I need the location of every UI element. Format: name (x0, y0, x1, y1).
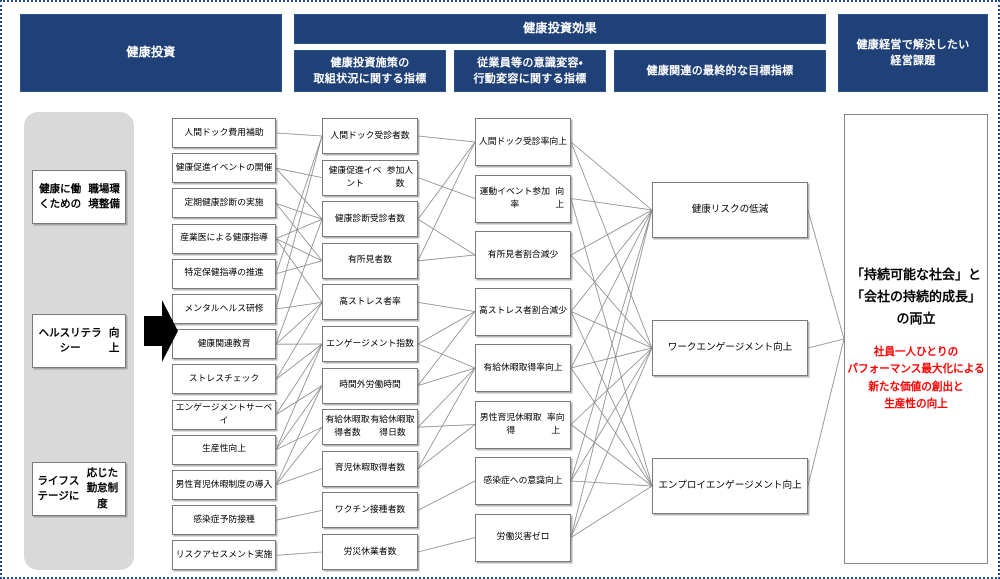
header-issue: 健康経営で解決したい経営課題 (838, 14, 988, 92)
header-effect-sub-2: 従業員等の意識変容・行動変容に関する指標 (454, 50, 606, 92)
header-effect: 健康投資効果 (294, 14, 826, 44)
status-node-5[interactable]: 高ストレス者率 (322, 284, 418, 321)
behavior-node-5[interactable]: 有給休暇取得率向上 (475, 344, 571, 392)
rail-item-2[interactable]: ヘルスリテラシー向上 (32, 314, 126, 368)
goal-node-2[interactable]: ワークエンゲージメント向上 (652, 320, 808, 376)
header-effect-sub-3: 健康関連の最終的な目標指標 (614, 50, 826, 92)
measure-node-3[interactable]: 定期健康診断の実施 (172, 188, 276, 219)
behavior-node-2[interactable]: 運動イベント参加率向上 (475, 174, 571, 223)
management-issue-box: 「持続可能な社会」と「会社の持続的成長」の両立 社員一人ひとりのパフォーマンス最… (844, 114, 988, 564)
status-node-1[interactable]: 人間ドック受診者数 (322, 118, 418, 154)
measure-node-8[interactable]: ストレスチェック (172, 364, 276, 395)
status-node-8[interactable]: 有給休暇取得者数有給休暇取得日数 (322, 409, 418, 446)
status-node-3[interactable]: 健康診断受診者数 (322, 201, 418, 238)
status-node-4[interactable]: 有所見者数 (322, 242, 418, 279)
outcome-sub-text: 社員一人ひとりのパフォーマンス最大化による新たな価値の創出と生産性の向上 (847, 346, 985, 410)
measure-node-9[interactable]: エンゲージメントサーベイ (172, 399, 276, 430)
behavior-node-8[interactable]: 労働災害ゼロ (475, 513, 571, 562)
status-node-11[interactable]: 労災休業者数 (322, 534, 418, 570)
behavior-node-3[interactable]: 有所見者割合減少 (475, 231, 571, 279)
goal-node-1[interactable]: 健康リスクの低減 (652, 182, 808, 238)
status-node-6[interactable]: エンゲージメント指数 (322, 326, 418, 362)
status-node-9[interactable]: 育児休暇取得者数 (322, 450, 418, 487)
outcome-main-text: 「持続可能な社会」と「会社の持続的成長」の両立 (850, 268, 981, 328)
behavior-node-1[interactable]: 人間ドック受診率向上 (475, 118, 571, 166)
measure-node-6[interactable]: メンタルヘルス研修 (172, 294, 276, 324)
right-arrow-icon (144, 298, 178, 364)
behavior-node-6[interactable]: 男性育児休暇取得率向上 (475, 400, 571, 449)
measure-node-13[interactable]: リスクアセスメント実施 (172, 540, 276, 571)
measure-node-1[interactable]: 人間ドック費用補助 (172, 118, 276, 148)
status-node-2[interactable]: 健康促進イベント参加人数 (322, 159, 418, 196)
rail-item-1[interactable]: 健康に働くための職場環境整備 (32, 170, 126, 224)
status-node-10[interactable]: ワクチン接種者数 (322, 492, 418, 529)
measure-node-12[interactable]: 感染症予防接種 (172, 505, 276, 536)
behavior-node-7[interactable]: 感染症への意識向上 (475, 457, 571, 505)
header-effect-sub-1: 健康投資施策の取組状況に関する指標 (294, 50, 446, 92)
rail-item-3[interactable]: ライフステージに応じた勤怠制度 (32, 462, 126, 516)
header-investment: 健康投資 (20, 14, 282, 92)
measure-node-5[interactable]: 特定保健指導の推進 (172, 258, 276, 289)
measure-node-7[interactable]: 健康関連教育 (172, 329, 276, 360)
measure-node-10[interactable]: 生産性向上 (172, 434, 276, 465)
measure-node-11[interactable]: 男性育児休暇制度の導入 (172, 470, 276, 500)
goal-node-3[interactable]: エンプロイエンゲージメント向上 (652, 458, 808, 514)
status-node-7[interactable]: 時間外労働時間 (322, 367, 418, 404)
behavior-node-4[interactable]: 高ストレス者割合減少 (475, 287, 571, 336)
measure-node-2[interactable]: 健康促進イベントの開催 (172, 153, 276, 184)
measure-node-4[interactable]: 産業医による健康指導 (172, 223, 276, 254)
